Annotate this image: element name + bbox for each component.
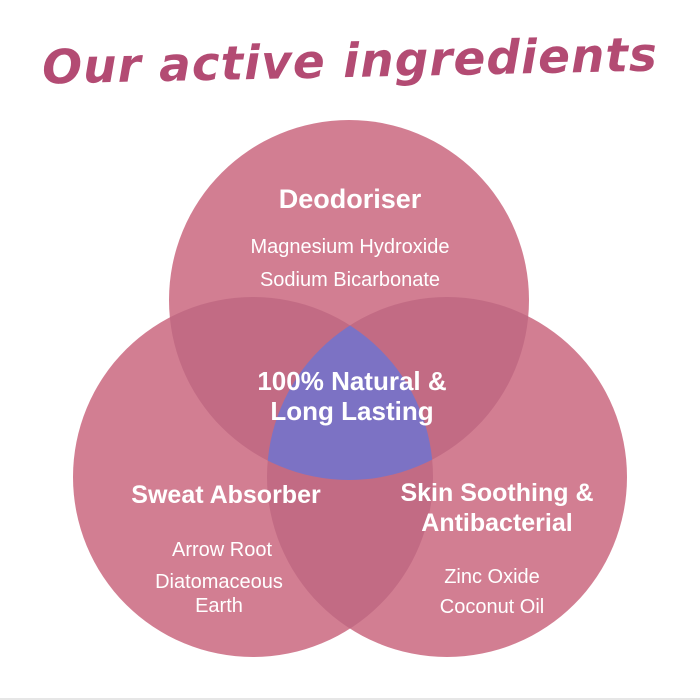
triple-intersection-region (267, 297, 433, 480)
center-label-line-2: Long Lasting (270, 396, 433, 426)
circle-skin-title-line-2: Antibacterial (421, 509, 572, 537)
circle-sweat-item-2-line-2: Earth (195, 595, 243, 617)
bottom-divider (0, 698, 700, 700)
circle-deodoriser-item-2: Sodium Bicarbonate (260, 269, 440, 291)
circle-sweat-item-2-line-1: Diatomaceous (155, 571, 283, 593)
circle-sweat-title: Sweat Absorber (131, 481, 321, 509)
circle-sweat-item-1: Arrow Root (172, 539, 272, 561)
circle-skin-item-1: Zinc Oxide (444, 566, 540, 588)
circle-skin-title-line-1: Skin Soothing & (400, 479, 593, 507)
circle-deodoriser-title: Deodoriser (279, 184, 422, 214)
center-label-line-1: 100% Natural & (257, 366, 446, 396)
circle-deodoriser-item-1: Magnesium Hydroxide (251, 236, 450, 258)
circle-skin-item-2: Coconut Oil (440, 596, 545, 618)
